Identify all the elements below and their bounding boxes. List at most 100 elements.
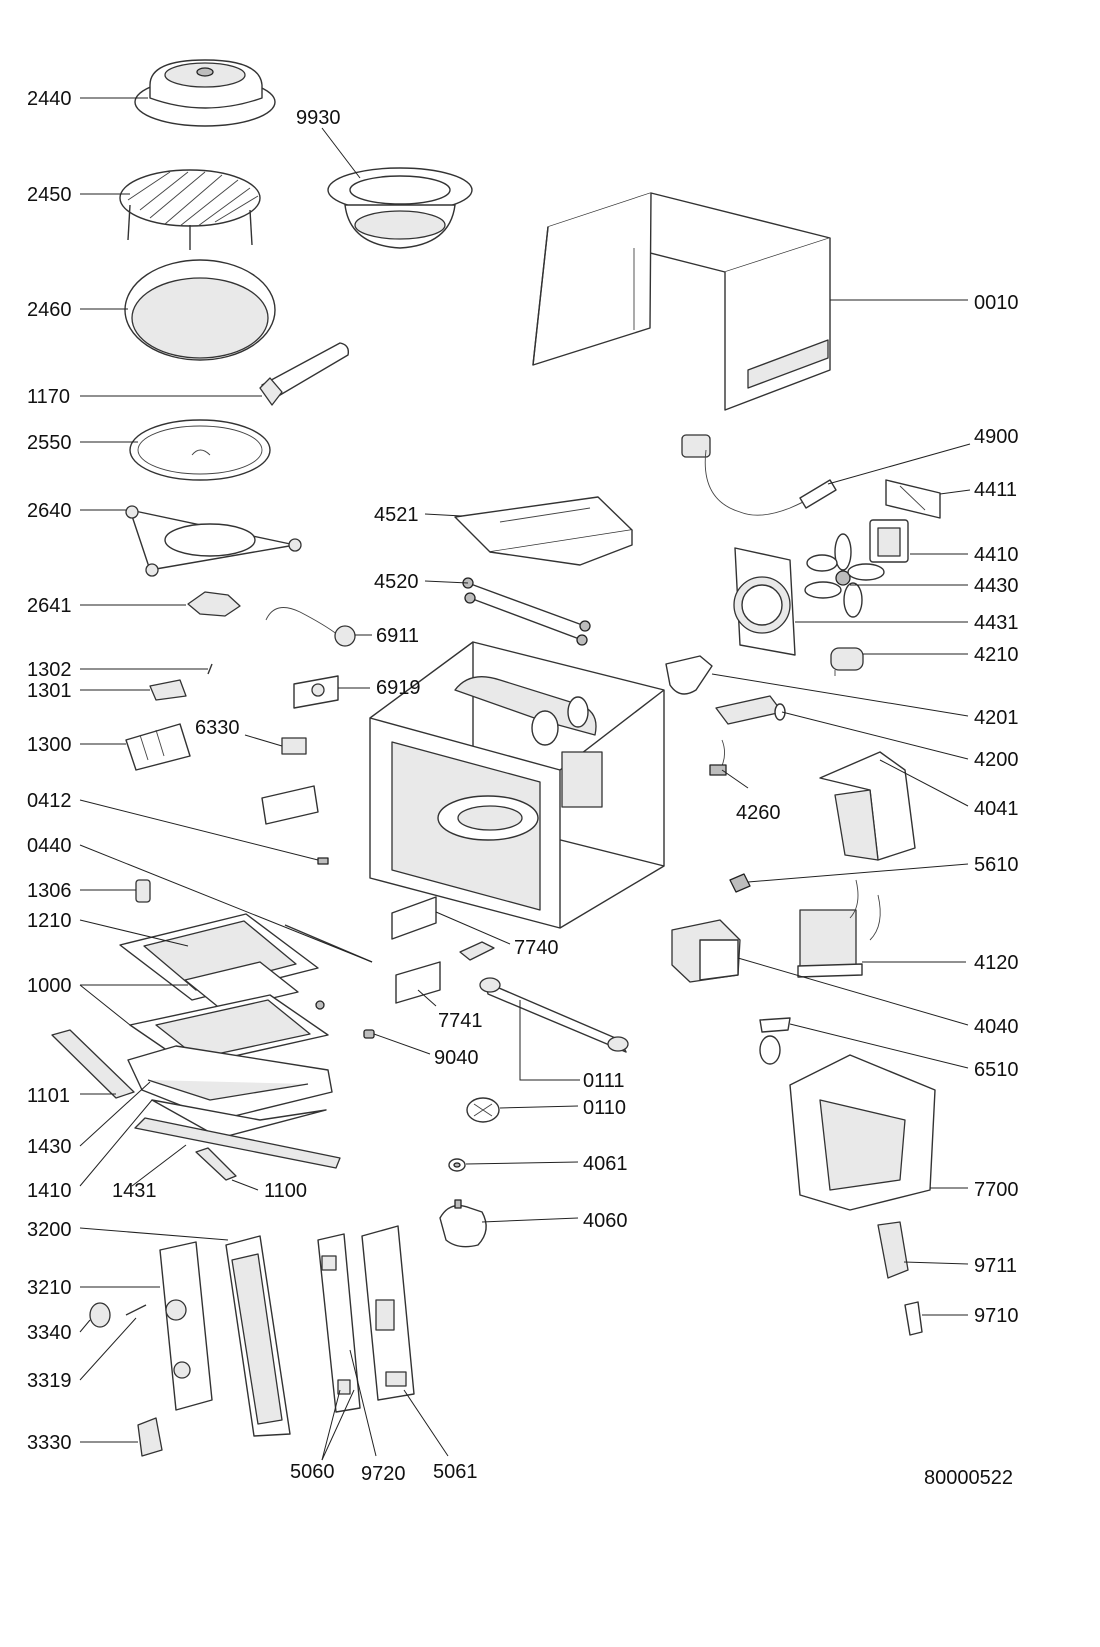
part-2550-turntable [129, 419, 271, 481]
part-4120-transformer [797, 879, 881, 978]
label-4410: 4410 [974, 544, 1019, 566]
label-3330: 3330 [27, 1432, 72, 1454]
part-5060-pcb [317, 1233, 361, 1413]
part-2460-crisp-plate [124, 259, 276, 361]
label-1410: 1410 [27, 1180, 72, 1202]
part-9711-holder [877, 1221, 909, 1279]
part-6330-switch [261, 737, 319, 825]
part-4410-fan-motor [869, 519, 909, 563]
part-4900-power-cord [681, 434, 837, 516]
part-1302-pin [207, 663, 213, 675]
part-4521-heater-cover [454, 496, 633, 566]
label-2641: 2641 [27, 595, 72, 617]
label-4210: 4210 [974, 644, 1019, 666]
label-4900: 4900 [974, 426, 1019, 448]
part-7740-plate [391, 896, 495, 961]
label-2440: 2440 [27, 88, 72, 110]
label-3319: 3319 [27, 1370, 72, 1392]
part-9710-fuse [904, 1301, 923, 1336]
part-4411-bracket [885, 479, 941, 519]
part-1301-latch [149, 679, 187, 701]
label-1306: 1306 [27, 880, 72, 902]
label-3200: 3200 [27, 1219, 72, 1241]
part-4431-fan-housing [733, 547, 796, 656]
label-0440: 0440 [27, 835, 72, 857]
part-0412-screw [317, 857, 329, 865]
label-3210: 3210 [27, 1277, 72, 1299]
part-6510-lamp [759, 1017, 791, 1065]
part-4260-sensor [709, 739, 727, 776]
part-1410-glass [151, 1099, 327, 1139]
label-4430: 4430 [974, 575, 1019, 597]
part-4201-clip [665, 655, 713, 695]
label-1430: 1430 [27, 1136, 72, 1158]
label-4431: 4431 [974, 612, 1019, 634]
label-4200: 4200 [974, 749, 1019, 771]
label-6330: 6330 [195, 717, 240, 739]
part-2640-roller-ring [125, 505, 302, 577]
label-4520: 4520 [374, 571, 419, 593]
label-1100: 1100 [264, 1180, 307, 1202]
part-1431-bar [134, 1117, 341, 1169]
label-4521: 4521 [374, 504, 419, 526]
part-drawings [51, 59, 941, 1457]
label-7740: 7740 [514, 937, 559, 959]
part-1100-clip [195, 1147, 237, 1181]
label-2640: 2640 [27, 500, 72, 522]
part-5061-pcb [361, 1225, 415, 1401]
part-4430-fan-blade [804, 533, 885, 618]
label-3340: 3340 [27, 1322, 72, 1344]
label-9040: 9040 [434, 1047, 479, 1069]
label-2450: 2450 [27, 184, 72, 206]
part-6911-cable [265, 607, 356, 647]
label-9711: 9711 [974, 1255, 1017, 1277]
label-2550: 2550 [27, 432, 72, 454]
part-1300-latch-housing [125, 723, 191, 771]
label-4201: 4201 [974, 707, 1019, 729]
part-6919-plate [293, 675, 339, 709]
label-9720: 9720 [361, 1463, 406, 1485]
part-9930-bowl [327, 167, 473, 249]
label-1431: 1431 [112, 1180, 157, 1202]
part-0110-roller [466, 1097, 500, 1123]
label-7700: 7700 [974, 1179, 1019, 1201]
label-0111: 0111 [583, 1070, 625, 1092]
label-6510: 6510 [974, 1059, 1019, 1081]
label-5610: 5610 [974, 854, 1019, 876]
part-4061-washer [448, 1158, 466, 1172]
part-4520-heater [462, 577, 591, 646]
label-0412: 0412 [27, 790, 72, 812]
label-4041: 4041 [974, 798, 1019, 820]
label-5060: 5060 [290, 1461, 335, 1483]
part-4200-hv-capacitor [715, 695, 786, 725]
label-1101: 1101 [27, 1085, 70, 1107]
document-number: 80000522 [924, 1467, 1013, 1489]
part-7700-base [789, 1054, 936, 1211]
label-1170: 1170 [27, 386, 70, 408]
part-7741-plate [395, 961, 441, 1004]
label-4060: 4060 [583, 1210, 628, 1232]
label-1300: 1300 [27, 734, 72, 756]
leader-lines [79, 97, 971, 1461]
label-1000: 1000 [27, 975, 72, 997]
callout-labels: 2440 9930 2450 0010 2460 1170 2550 4900 … [27, 88, 1019, 1489]
label-4040: 4040 [974, 1016, 1019, 1038]
part-3200-control-panel [225, 1235, 291, 1437]
part-3340-knob [89, 1302, 147, 1328]
part-9040-cap [363, 1029, 375, 1039]
label-4061: 4061 [583, 1153, 628, 1175]
part-1306-spring [135, 879, 151, 903]
part-0111-arm [479, 977, 629, 1053]
part-2450-grill-rack [119, 169, 261, 250]
label-1301: 1301 [27, 680, 72, 702]
label-0010: 0010 [974, 292, 1019, 314]
part-3210-fascia [159, 1241, 213, 1411]
part-0010-cabinet [532, 192, 831, 411]
label-6911: 6911 [376, 625, 419, 647]
part-door-panel [127, 1045, 333, 1121]
label-4260: 4260 [736, 802, 781, 824]
label-5061: 5061 [433, 1461, 478, 1483]
label-1210: 1210 [27, 910, 72, 932]
part-2440-crisp-lid [134, 59, 276, 127]
